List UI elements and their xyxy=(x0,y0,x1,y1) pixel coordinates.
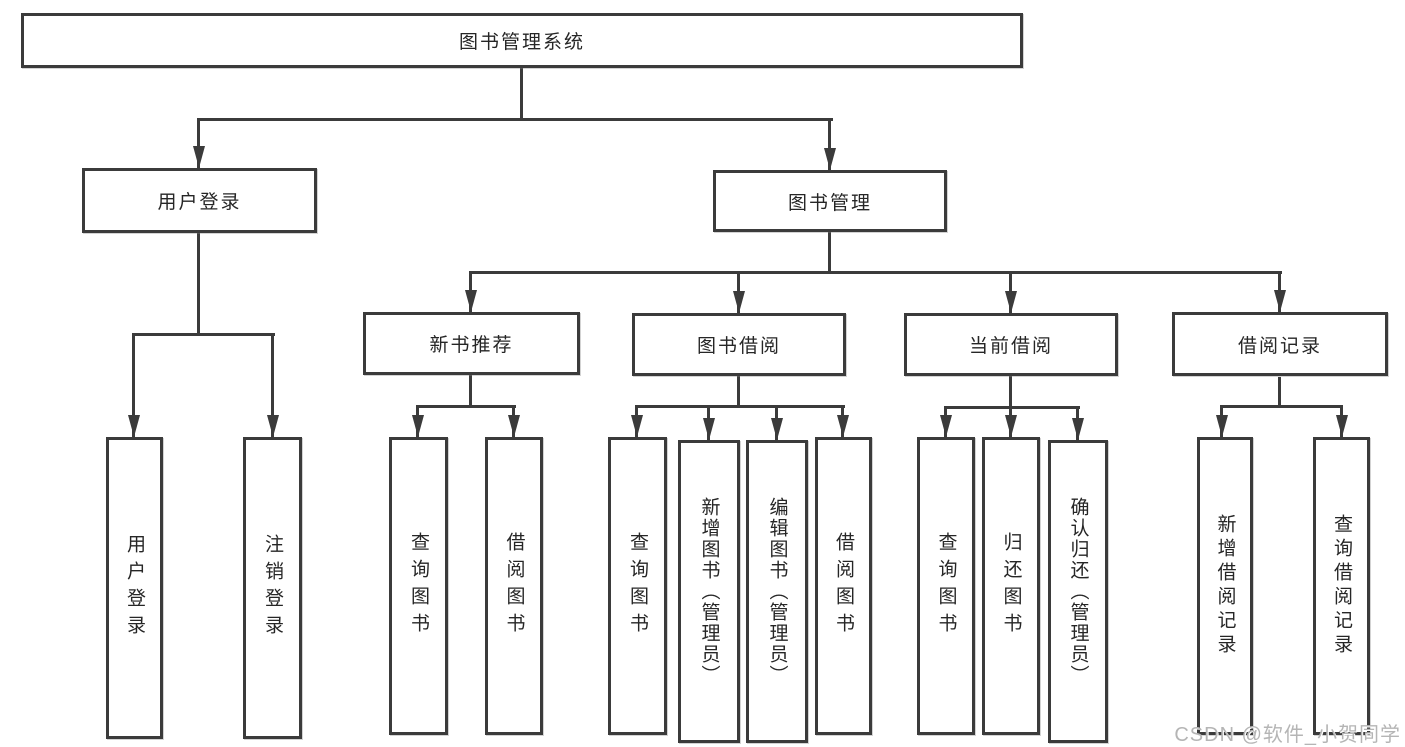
node-root-label: 图书管理系统 xyxy=(458,32,585,53)
leaf-query-books-2-label: 查询图书 xyxy=(627,532,648,640)
node-user-login-label: 用户登录 xyxy=(157,192,242,213)
arrow-down-icon xyxy=(508,415,520,437)
leaf-query-books-1-label: 查询图书 xyxy=(408,532,429,640)
arrow-down-icon xyxy=(771,418,783,440)
leaf-add-borrow-record: 新增借阅记录 xyxy=(1197,437,1253,735)
connector-line xyxy=(132,333,275,336)
leaf-logout: 注销登录 xyxy=(243,437,302,739)
arrow-down-icon xyxy=(1216,415,1228,437)
arrow-down-icon xyxy=(1336,415,1348,437)
connector-line xyxy=(469,375,472,407)
leaf-query-borrow-record-label: 查询借阅记录 xyxy=(1331,514,1352,658)
leaf-add-books-admin: 新增图书（管理员） xyxy=(678,440,740,743)
arrow-down-icon xyxy=(733,291,745,313)
leaf-edit-books-admin: 编辑图书（管理员） xyxy=(746,440,808,743)
leaf-borrow-books-1: 借阅图书 xyxy=(485,437,543,735)
node-new-book-recommend-label: 新书推荐 xyxy=(429,335,514,356)
leaf-borrow-books-1-label: 借阅图书 xyxy=(503,532,525,640)
arrow-down-icon xyxy=(193,146,205,168)
node-book-borrow-label: 图书借阅 xyxy=(696,336,781,357)
connector-line xyxy=(271,333,274,437)
leaf-return-books-label: 归还图书 xyxy=(1000,532,1022,640)
watermark: CSDN @软件_小贺同学 xyxy=(1174,724,1401,746)
connector-line xyxy=(197,118,833,121)
connector-line xyxy=(1220,405,1343,408)
node-current-borrow: 当前借阅 xyxy=(904,313,1118,376)
node-book-borrow: 图书借阅 xyxy=(632,313,846,376)
connector-line xyxy=(416,405,516,408)
leaf-user-login: 用户登录 xyxy=(106,437,163,739)
connector-line xyxy=(944,406,1080,409)
node-borrow-records: 借阅记录 xyxy=(1172,312,1388,376)
arrow-down-icon xyxy=(128,415,140,437)
arrow-down-icon xyxy=(703,418,715,440)
arrow-down-icon xyxy=(465,290,477,312)
node-new-book-recommend: 新书推荐 xyxy=(363,312,580,375)
leaf-query-books-3-label: 查询图书 xyxy=(935,532,957,640)
node-book-management: 图书管理 xyxy=(713,170,947,232)
leaf-confirm-return-admin-label: 确认归还（管理员） xyxy=(1067,497,1089,686)
leaf-return-books: 归还图书 xyxy=(982,437,1040,735)
connector-line xyxy=(1278,377,1281,407)
node-borrow-records-label: 借阅记录 xyxy=(1237,335,1322,357)
connector-line xyxy=(469,271,1282,274)
arrow-down-icon xyxy=(1072,418,1084,440)
arrow-down-icon xyxy=(267,415,279,437)
leaf-query-books-1: 查询图书 xyxy=(389,437,448,735)
leaf-confirm-return-admin: 确认归还（管理员） xyxy=(1048,440,1108,743)
arrow-down-icon xyxy=(1005,291,1017,313)
leaf-add-borrow-record-label: 新增借阅记录 xyxy=(1214,514,1236,658)
leaf-borrow-books-2: 借阅图书 xyxy=(815,437,872,735)
leaf-add-books-admin-label: 新增图书（管理员） xyxy=(698,497,720,686)
connector-line xyxy=(828,232,831,273)
node-book-management-label: 图书管理 xyxy=(787,192,872,214)
arrow-down-icon xyxy=(837,415,849,437)
node-user-login: 用户登录 xyxy=(82,168,317,233)
arrow-down-icon xyxy=(631,415,643,437)
leaf-edit-books-admin-label: 编辑图书（管理员） xyxy=(766,497,788,686)
connector-line xyxy=(520,68,523,121)
leaf-borrow-books-2-label: 借阅图书 xyxy=(833,532,854,640)
node-root: 图书管理系统 xyxy=(21,13,1023,68)
arrow-down-icon xyxy=(1005,415,1017,437)
leaf-query-books-3: 查询图书 xyxy=(917,437,975,735)
connector-line xyxy=(737,376,740,407)
leaf-logout-label: 注销登录 xyxy=(262,534,283,642)
leaf-query-books-2: 查询图书 xyxy=(608,437,667,735)
arrow-down-icon xyxy=(1274,290,1286,312)
connector-line xyxy=(132,333,135,437)
connector-line xyxy=(1009,376,1012,408)
connector-line xyxy=(635,405,845,408)
arrow-down-icon xyxy=(824,148,836,170)
leaf-query-borrow-record: 查询借阅记录 xyxy=(1313,437,1370,735)
connector-line xyxy=(828,118,831,170)
arrow-down-icon xyxy=(412,415,424,437)
arrow-down-icon xyxy=(940,415,952,437)
connector-line xyxy=(197,233,200,335)
leaf-user-login-label: 用户登录 xyxy=(124,534,145,642)
node-current-borrow-label: 当前借阅 xyxy=(968,336,1053,357)
connector-line xyxy=(197,118,200,168)
